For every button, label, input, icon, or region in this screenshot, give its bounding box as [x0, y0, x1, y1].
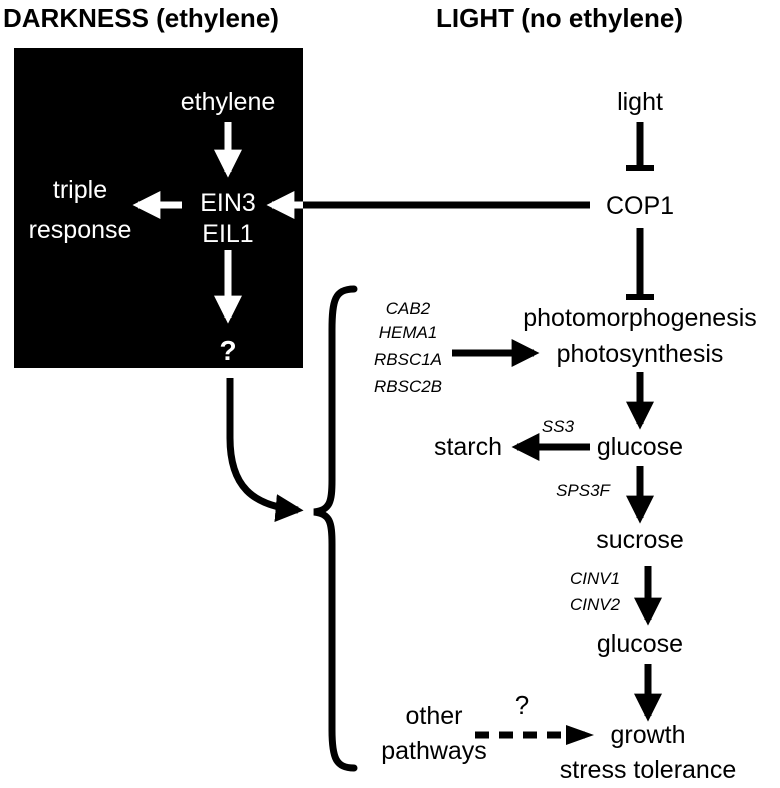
cop1-label: COP1: [606, 192, 674, 220]
stress-tolerance-label: stress tolerance: [560, 756, 736, 784]
pathways-label: pathways: [381, 737, 487, 765]
sucrose-label: sucrose: [596, 526, 684, 554]
ethylene-label: ethylene: [181, 88, 276, 116]
other-label: other: [406, 702, 463, 730]
gene-cinv2: CINV2: [570, 595, 621, 614]
photosynthesis-label: photosynthesis: [557, 340, 724, 368]
light-header: LIGHT (no ethylene): [436, 3, 683, 33]
glucose-label-1: glucose: [597, 433, 683, 461]
gene-hema1: HEMA1: [379, 323, 438, 342]
gene-rbsc2b: RBSC2B: [374, 377, 442, 396]
dark-question-label: ?: [219, 335, 236, 366]
eil1-label: EIL1: [202, 220, 253, 248]
gene-cinv1: CINV1: [570, 569, 620, 588]
darkness-header: DARKNESS (ethylene): [3, 3, 279, 33]
glucose-label-2: glucose: [597, 630, 683, 658]
ein3-label: EIN3: [200, 189, 256, 217]
starch-label: starch: [434, 433, 502, 461]
photomorphogenesis-label: photomorphogenesis: [523, 304, 757, 332]
gene-cab2: CAB2: [386, 299, 431, 318]
other-question-label: ?: [515, 690, 529, 720]
curly-brace: [313, 285, 358, 772]
light-label: light: [617, 88, 663, 116]
gene-rbsc1a: RBSC1A: [374, 350, 442, 369]
question-to-brace-arrow: [226, 378, 304, 522]
other-pathways-arrowhead: [566, 725, 594, 745]
growth-label: growth: [610, 721, 685, 749]
response-label: response: [29, 216, 132, 244]
gene-sps3f: SPS3F: [556, 481, 611, 500]
triple-label: triple: [53, 176, 107, 204]
gene-ss3: SS3: [542, 417, 575, 436]
